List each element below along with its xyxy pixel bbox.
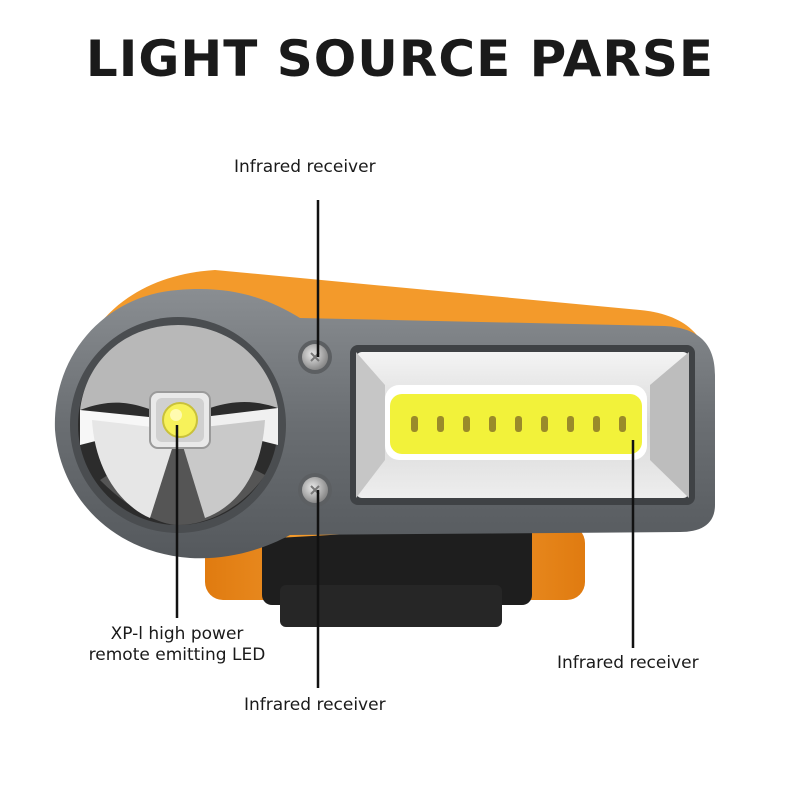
callout-xpl-led: XP-l high power remote emitting LED: [82, 624, 272, 666]
cob-panel: [350, 345, 695, 505]
page-title: LIGHT SOURCE PARSE: [85, 30, 715, 88]
head-strap: [205, 520, 585, 627]
infrared-receiver-bottom: [298, 473, 332, 507]
callout-infrared-receiver-right: Infrared receiver: [557, 653, 699, 673]
callout-xpl-led-line1: XP-l high power: [110, 624, 244, 644]
callout-infrared-receiver-top: Infrared receiver: [234, 157, 376, 177]
callout-lines: [175, 200, 635, 688]
callout-xpl-led-line2: remote emitting LED: [88, 645, 266, 665]
xpl-led-chip: [149, 391, 211, 449]
infrared-receiver-top: [298, 340, 332, 374]
callout-infrared-receiver-bottom: Infrared receiver: [244, 695, 386, 715]
